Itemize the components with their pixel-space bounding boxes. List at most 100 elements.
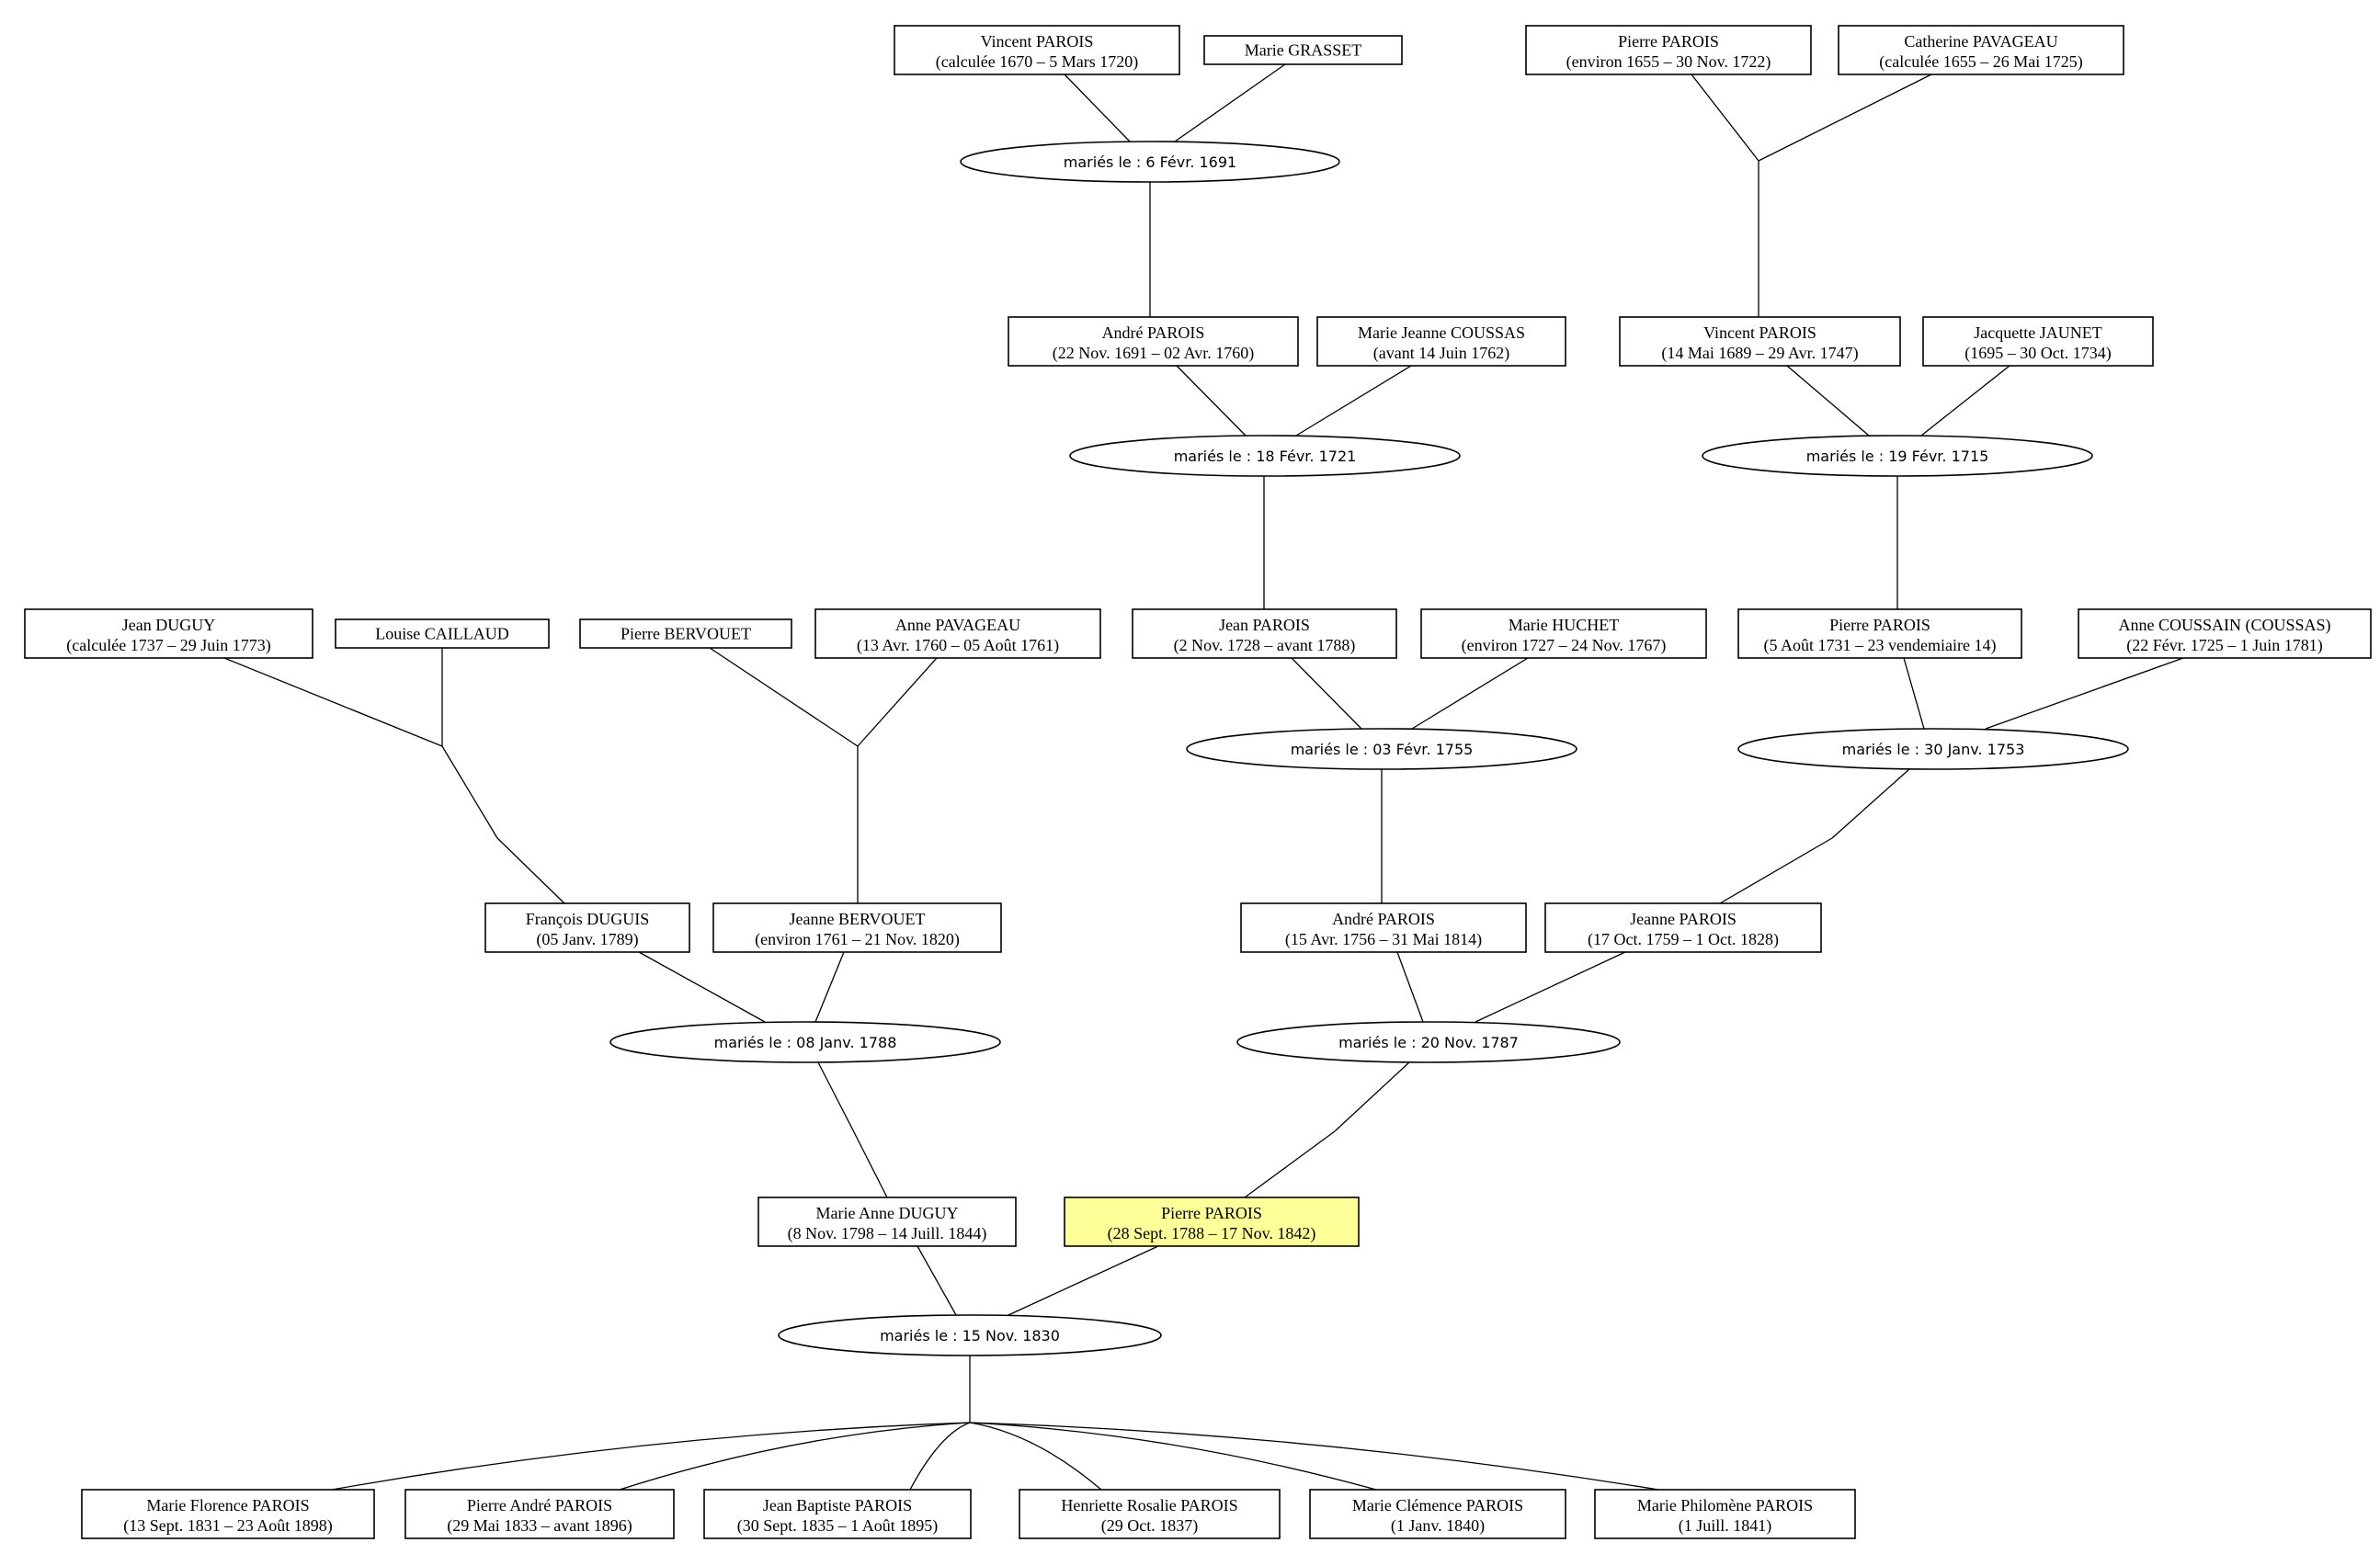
- person-box-jeanne[interactable]: Jeanne PAROIS (17 Oct. 1759 – 1 Oct. 1828…: [1544, 902, 1822, 953]
- person-dates: (calculée 1655 – 26 Mai 1725): [1879, 52, 2082, 72]
- person-dates: (17 Oct. 1759 – 1 Oct. 1828): [1588, 930, 1779, 949]
- child-connector-c2: [619, 1422, 971, 1491]
- person-dates: (calculée 1737 – 29 Juin 1773): [66, 636, 270, 655]
- connector-line: [1174, 63, 1286, 142]
- connector-line: [1244, 1130, 1336, 1198]
- connector-line: [1064, 74, 1131, 142]
- person-dates: (1 Janv. 1840): [1391, 1516, 1485, 1536]
- person-name: André PAROIS: [1102, 323, 1205, 342]
- connector-line: [1786, 365, 1870, 437]
- person-dates: (13 Avr. 1760 – 05 Août 1761): [857, 636, 1059, 655]
- person-box-acoussain[interactable]: Anne COUSSAIN (COUSSAS)(22 Févr. 1725 – …: [2078, 608, 2372, 659]
- connector-line: [817, 1061, 853, 1129]
- person-name: Jeanne PAROIS: [1630, 910, 1737, 928]
- person-name: Pierre PAROIS: [1829, 616, 1930, 634]
- connector-line: [1691, 74, 1759, 162]
- connector-line: [638, 951, 766, 1023]
- marriage-node-m1753[interactable]: mariés le : 30 Janv. 1753: [1737, 728, 2129, 770]
- person-box-pierre1[interactable]: Pierre PAROIS(environ 1655 – 30 Nov. 172…: [1525, 25, 1812, 75]
- marriage-node-m1788[interactable]: mariés le : 08 Janv. 1788: [609, 1021, 1001, 1063]
- person-name: Marie Jeanne COUSSAS: [1358, 323, 1525, 342]
- person-box-jaunet[interactable]: Jacquette JAUNET(1695 – 30 Oct. 1734): [1922, 316, 2154, 367]
- person-box-c6[interactable]: Marie Philomène PAROIS (1 Juill. 1841): [1594, 1489, 1856, 1539]
- person-dates: (14 Mai 1689 – 29 Avr. 1747): [1661, 344, 1858, 363]
- marriage-node-m1715[interactable]: mariés le : 19 Févr. 1715: [1702, 435, 2093, 477]
- marriage-label: mariés le : 08 Janv. 1788: [714, 1034, 897, 1051]
- person-box-c2[interactable]: Pierre André PAROIS(29 Mai 1833 – avant …: [404, 1489, 675, 1539]
- person-box-jduguy[interactable]: Jean DUGUY(calculée 1737 – 29 Juin 1773): [24, 608, 313, 659]
- person-name: Marie Florence PAROIS: [146, 1496, 309, 1514]
- person-box-c1[interactable]: Marie Florence PAROIS(13 Sept. 1831 – 23…: [81, 1489, 375, 1539]
- person-name: Catherine PAVAGEAU: [1904, 32, 2057, 51]
- connector-line: [1475, 951, 1626, 1023]
- person-name: Marie GRASSET: [1245, 41, 1362, 60]
- person-box-andre1[interactable]: André PAROIS(22 Nov. 1691 – 02 Avr. 1760…: [1008, 316, 1299, 367]
- marriage-label: mariés le : 20 Nov. 1787: [1338, 1034, 1519, 1051]
- connector-line: [857, 657, 938, 747]
- child-connector-c6: [969, 1422, 1659, 1491]
- marriage-node-m1755[interactable]: mariés le : 03 Févr. 1755: [1186, 728, 1577, 770]
- person-box-pierre2[interactable]: Pierre PAROIS(5 Août 1731 – 23 vendemiai…: [1737, 608, 2022, 659]
- child-connector-c1: [331, 1422, 971, 1491]
- marriage-node-m1830[interactable]: mariés le : 15 Nov. 1830: [778, 1314, 1162, 1356]
- person-box-caillaud[interactable]: Louise CAILLAUD: [335, 618, 550, 649]
- person-box-apavageau[interactable]: Anne PAVAGEAU (13 Avr. 1760 – 05 Août 176…: [814, 608, 1101, 659]
- person-dates: (calculée 1670 – 5 Mars 1720): [936, 52, 1138, 72]
- person-dates: (22 Févr. 1725 – 1 Juin 1781): [2126, 636, 2323, 655]
- person-name: André PAROIS: [1332, 910, 1435, 928]
- connector-line: [1334, 1061, 1410, 1132]
- person-name: Jean PAROIS: [1219, 616, 1310, 634]
- person-box-catherine[interactable]: Catherine PAVAGEAU(calculée 1655 – 26 Ma…: [1838, 25, 2124, 75]
- connector-line: [1985, 657, 2184, 730]
- person-box-c4[interactable]: Henriette Rosalie PAROIS(29 Oct. 1837): [1019, 1489, 1281, 1539]
- marriage-node-m1787[interactable]: mariés le : 20 Nov. 1787: [1236, 1021, 1621, 1063]
- person-box-jean[interactable]: Jean PAROIS (2 Nov. 1728 – avant 1788): [1132, 608, 1397, 659]
- connector-line: [496, 837, 565, 904]
- connector-line: [441, 745, 498, 839]
- person-box-fduguis[interactable]: François DUGUIS(05 Janv. 1789): [484, 902, 690, 953]
- marriage-node-m1721[interactable]: mariés le : 18 Févr. 1721: [1069, 435, 1461, 477]
- person-box-jbervouet[interactable]: Jeanne BERVOUET (environ 1761 – 21 Nov. 1…: [712, 902, 1002, 953]
- connector-line: [1176, 365, 1247, 437]
- marriage-label: mariés le : 19 Févr. 1715: [1806, 448, 1989, 465]
- person-name: Vincent PAROIS: [1703, 323, 1816, 342]
- person-name: Jean Baptiste PAROIS: [763, 1496, 912, 1514]
- connector-line: [1903, 657, 1925, 730]
- person-name: Marie HUCHET: [1509, 616, 1619, 634]
- child-connector-c3: [909, 1422, 971, 1491]
- person-box-c3[interactable]: Jean Baptiste PAROIS(30 Sept. 1835 – 1 A…: [703, 1489, 972, 1539]
- connector-line: [223, 657, 443, 747]
- person-box-vincent1[interactable]: Vincent PAROIS(calculée 1670 – 5 Mars 17…: [894, 25, 1180, 75]
- person-box-c5[interactable]: Marie Clémence PAROIS(1 Janv. 1840): [1309, 1489, 1566, 1539]
- connector-line: [851, 1128, 888, 1198]
- person-name: Anne PAVAGEAU: [895, 616, 1020, 634]
- tree-connectors: [223, 63, 2184, 1491]
- person-dates: (environ 1761 – 21 Nov. 1820): [755, 930, 960, 949]
- person-name: Louise CAILLAUD: [375, 625, 508, 643]
- person-box-pierre3[interactable]: Pierre PAROIS(28 Sept. 1788 – 17 Nov. 18…: [1064, 1197, 1360, 1247]
- marriage-node-m1691[interactable]: mariés le : 6 Févr. 1691: [960, 141, 1340, 183]
- person-box-maduguy[interactable]: Marie Anne DUGUY(8 Nov. 1798 – 14 Juill.…: [757, 1197, 1017, 1247]
- connector-line: [709, 647, 859, 747]
- person-box-mjcoussas[interactable]: Marie Jeanne COUSSAS(avant 14 Juin 1762): [1316, 316, 1566, 367]
- connector-line: [1719, 837, 1833, 904]
- person-box-andre2[interactable]: André PAROIS (15 Avr. 1756 – 31 Mai 1814): [1240, 902, 1527, 953]
- person-dates: (28 Sept. 1788 – 17 Nov. 1842): [1108, 1224, 1316, 1243]
- person-box-grasset[interactable]: Marie GRASSET: [1203, 35, 1403, 65]
- person-box-huchet[interactable]: Marie HUCHET (environ 1727 – 24 Nov. 1767…: [1420, 608, 1707, 659]
- person-dates: (2 Nov. 1728 – avant 1788): [1174, 636, 1356, 655]
- person-box-pbervouet[interactable]: Pierre BERVOUET: [579, 618, 792, 649]
- person-name: Jeanne BERVOUET: [789, 910, 925, 928]
- person-box-vincent2[interactable]: Vincent PAROIS (14 Mai 1689 – 29 Avr. 174…: [1619, 316, 1901, 367]
- person-dates: (1 Juill. 1841): [1679, 1516, 1772, 1536]
- person-dates: (environ 1727 – 24 Nov. 1767): [1462, 636, 1667, 655]
- person-dates: (15 Avr. 1756 – 31 Mai 1814): [1285, 930, 1482, 949]
- person-name: Marie Philomène PAROIS: [1637, 1496, 1813, 1514]
- marriage-nodes: mariés le : 6 Févr. 1691 mariés le : 18 F…: [609, 141, 2129, 1356]
- child-connector-c5: [969, 1422, 1377, 1491]
- marriage-label: mariés le : 03 Févr. 1755: [1291, 741, 1474, 758]
- marriage-label: mariés le : 15 Nov. 1830: [880, 1327, 1060, 1344]
- person-dates: (environ 1655 – 30 Nov. 1722): [1566, 52, 1771, 72]
- person-nodes: Vincent PAROIS (calculée 1670 – 5 Mars 17…: [24, 25, 2372, 1539]
